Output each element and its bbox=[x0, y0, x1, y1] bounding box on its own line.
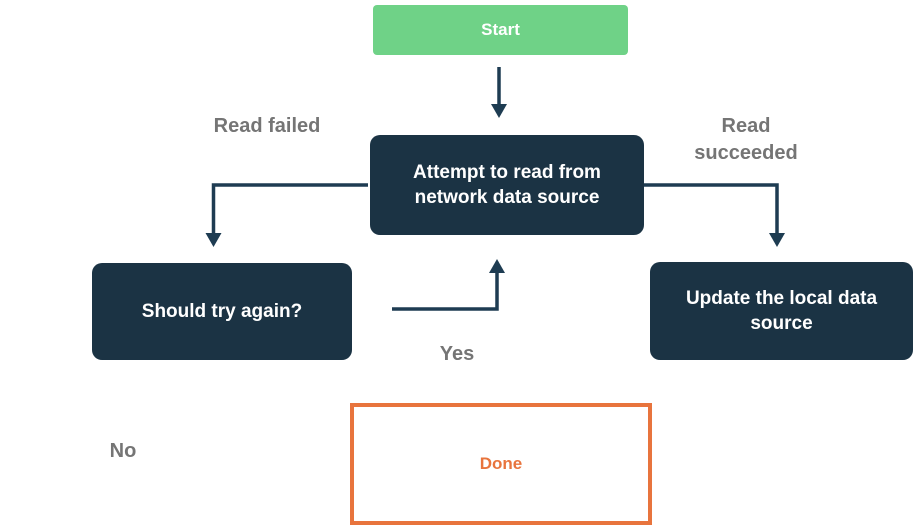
node-start-label: Start bbox=[481, 20, 520, 39]
node-start: Start bbox=[373, 5, 628, 55]
arrow-start-to-attempt bbox=[491, 67, 507, 118]
edge-label-read-failed: Read failed bbox=[213, 115, 321, 137]
node-done: Done bbox=[350, 403, 652, 525]
edge-label-no: No bbox=[109, 440, 137, 462]
node-attempt-read-label: Attempt to read from network data source bbox=[413, 162, 601, 208]
node-update-local-data: Update the local data source bbox=[650, 262, 913, 360]
edge-label-read-succeeded: Read succeeded bbox=[694, 115, 798, 164]
arrow-should-try-to-attempt bbox=[392, 259, 505, 311]
arrow-attempt-to-should-try bbox=[205, 183, 368, 247]
node-should-try-again-label: Should try again? bbox=[141, 301, 303, 322]
edge-label-yes: Yes bbox=[439, 343, 475, 365]
node-attempt-read: Attempt to read from network data source bbox=[370, 135, 644, 235]
node-done-label: Done bbox=[479, 454, 523, 473]
arrow-attempt-to-update bbox=[643, 183, 785, 247]
node-should-try-again: Should try again? bbox=[92, 263, 352, 360]
node-update-local-data-label: Update the local data source bbox=[685, 288, 878, 334]
